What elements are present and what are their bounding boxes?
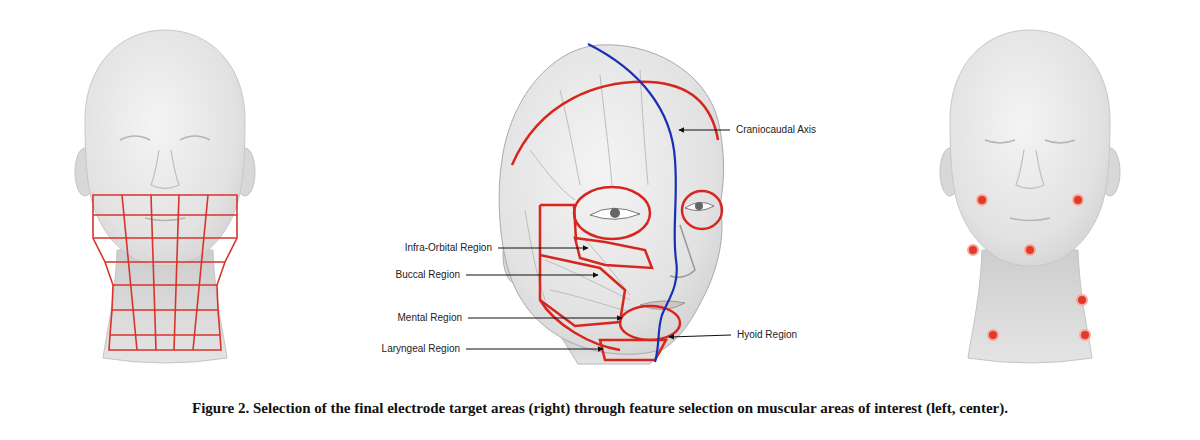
orbital-region xyxy=(682,191,722,229)
neck xyxy=(103,250,227,363)
frontal-region xyxy=(512,82,718,165)
region-label: Mental Region xyxy=(398,311,462,325)
right-head xyxy=(940,30,1120,363)
grid-rows xyxy=(93,215,237,335)
electrode-dot xyxy=(977,195,987,205)
region-label: Buccal Region xyxy=(396,268,460,282)
head-outline xyxy=(950,30,1110,266)
electrode-grid xyxy=(93,195,237,350)
leader-arrow xyxy=(498,248,588,249)
lower-face-outline xyxy=(540,205,620,350)
region-label: Hyoid Region xyxy=(737,328,797,342)
nose xyxy=(1016,150,1044,189)
region-label: Infra-Orbital Region xyxy=(405,241,492,255)
anatomical-head xyxy=(499,44,723,364)
eye xyxy=(685,202,714,210)
head-outline xyxy=(85,30,245,266)
mental-outline xyxy=(620,306,680,340)
temporal-outline xyxy=(540,205,576,240)
iris xyxy=(610,208,620,218)
region-label: Craniocaudal Axis xyxy=(736,123,816,137)
electrode-dot xyxy=(1073,195,1083,205)
electrode-dots xyxy=(968,195,1090,340)
eye xyxy=(590,208,640,219)
leader-arrows xyxy=(466,130,731,349)
mouth xyxy=(1010,218,1050,221)
leader-arrow xyxy=(679,130,730,131)
grid-border xyxy=(93,195,237,350)
leader-arrow xyxy=(468,318,622,319)
electrode-dot xyxy=(988,330,998,340)
craniocaudal-axis-line xyxy=(588,44,677,362)
buccal-outline xyxy=(540,255,625,326)
region-label: Laryngeal Region xyxy=(382,342,460,356)
left-head xyxy=(75,30,255,363)
figure-caption: Figure 2. Selection of the final electro… xyxy=(0,398,1200,418)
electrode-dot xyxy=(1025,245,1035,255)
neck xyxy=(968,250,1092,363)
eyes xyxy=(120,136,210,140)
orbital-region xyxy=(574,187,650,239)
closed-eyes xyxy=(985,140,1075,143)
nose xyxy=(151,150,179,189)
face-outline xyxy=(499,45,723,354)
iris xyxy=(695,202,703,210)
grid-columns xyxy=(122,195,208,350)
electrode-dot xyxy=(1080,330,1090,340)
leader-arrow xyxy=(466,275,598,276)
infra-orbital-outline xyxy=(575,238,652,268)
leader-arrow xyxy=(466,349,603,350)
electrode-dot xyxy=(968,245,978,255)
leader-arrow xyxy=(669,335,731,337)
electrode-dot xyxy=(1077,295,1087,305)
